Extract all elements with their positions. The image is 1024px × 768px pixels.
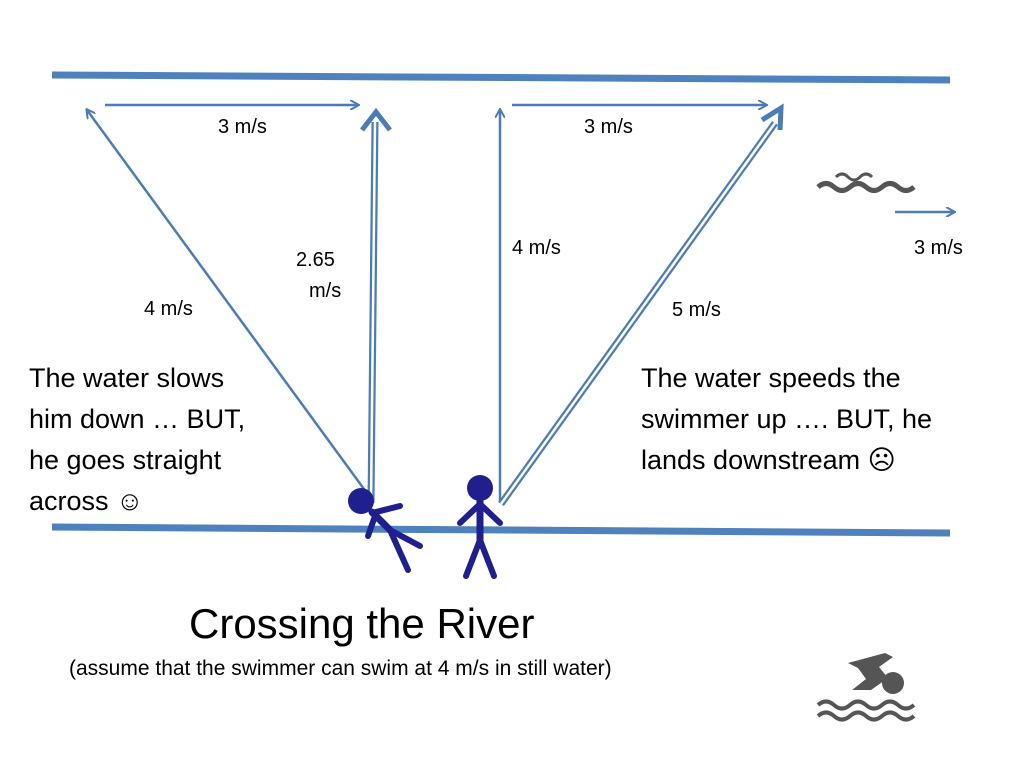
far-riverbank bbox=[51, 71, 951, 84]
left-resultant-label-value: 2.65 bbox=[296, 249, 335, 271]
left-swim-arrow bbox=[87, 110, 374, 501]
water-waves-icon bbox=[816, 172, 916, 193]
slide-title: Crossing the River bbox=[189, 600, 535, 647]
leaning-swimmer-figure bbox=[348, 488, 423, 573]
right-note-line: lands downstream ☹ bbox=[641, 445, 896, 475]
right-swim-label: 4 m/s bbox=[512, 237, 561, 259]
key-current-label: 3 m/s bbox=[914, 237, 963, 259]
left-note: The water slows him down … BUT, he goes … bbox=[29, 358, 245, 522]
left-resultant-arrow bbox=[360, 107, 392, 504]
slide-subtitle: (assume that the swimmer can swim at 4 m… bbox=[69, 657, 612, 680]
left-note-line: he goes straight bbox=[29, 445, 222, 475]
right-resultant-arrow bbox=[498, 103, 784, 507]
standing-swimmer-figure bbox=[457, 475, 503, 579]
left-note-line: him down … BUT, bbox=[29, 404, 246, 434]
right-current-label: 3 m/s bbox=[584, 116, 633, 138]
near-riverbank bbox=[51, 523, 951, 537]
right-note: The water speeds the swimmer up …. BUT, … bbox=[641, 358, 932, 481]
left-swim-label: 4 m/s bbox=[144, 298, 193, 320]
left-note-line: The water slows bbox=[29, 363, 225, 393]
right-resultant-label: 5 m/s bbox=[672, 299, 721, 321]
right-note-line: The water speeds the bbox=[641, 363, 901, 393]
left-current-label: 3 m/s bbox=[218, 116, 267, 138]
left-note-line: across ☺ bbox=[29, 486, 144, 516]
swimmer-icon bbox=[816, 653, 916, 722]
right-note-line: swimmer up …. BUT, he bbox=[641, 404, 933, 434]
left-resultant-label-unit: m/s bbox=[309, 280, 342, 302]
